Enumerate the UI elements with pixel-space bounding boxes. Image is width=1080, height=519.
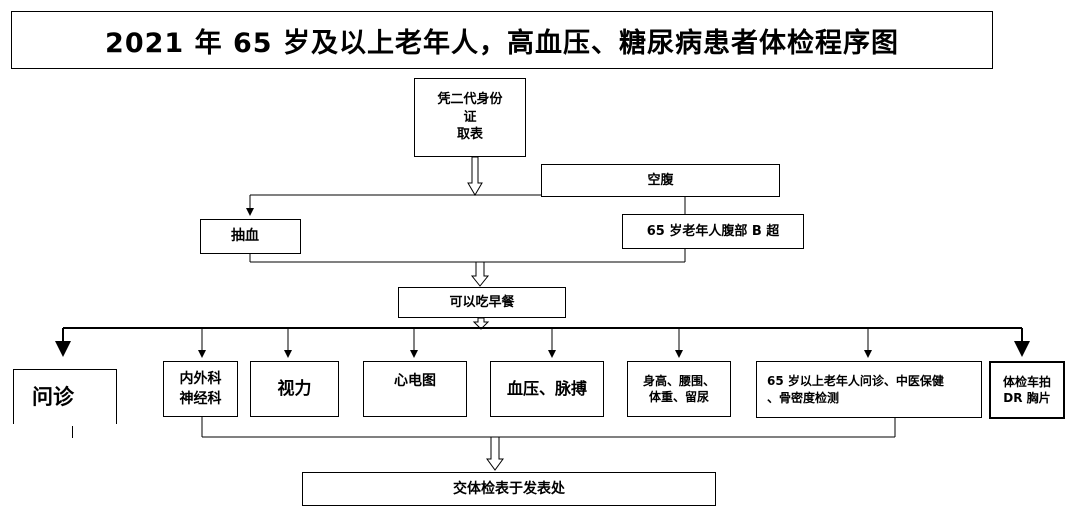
diagram-title: 2021 年 65 岁及以上老年人，高血压、糖尿病患者体检程序图 (11, 11, 993, 69)
step-start: 凭二代身份 证 取表 (414, 78, 526, 157)
step-submit: 交体检表于发表处 (302, 472, 716, 506)
step-dr: 体检车拍 DR 胸片 (989, 361, 1065, 419)
step-elderly: 65 岁以上老年人问诊、中医保健 、骨密度检测 (756, 361, 982, 418)
step-body: 身高、腰围、 体重、留尿 (627, 361, 731, 417)
step-inquiry: 问诊 (13, 369, 117, 424)
hollow-arrow-1 (467, 156, 483, 196)
hollow-arrow-3 (472, 317, 490, 330)
step-ecg: 心电图 (363, 361, 467, 417)
hollow-arrow-2 (470, 261, 490, 287)
step-internal: 内外科 神经科 (163, 361, 238, 417)
step-ultrasound: 65 岁老年人腹部 B 超 (622, 214, 804, 249)
inquiry-tick (72, 426, 73, 438)
step-breakfast: 可以吃早餐 (398, 287, 566, 318)
step-blood: 抽血 (200, 219, 301, 254)
hollow-arrow-4 (486, 436, 504, 471)
step-vision: 视力 (250, 361, 339, 417)
step-fasting: 空腹 (541, 164, 780, 197)
step-bp: 血压、脉搏 (490, 361, 604, 417)
